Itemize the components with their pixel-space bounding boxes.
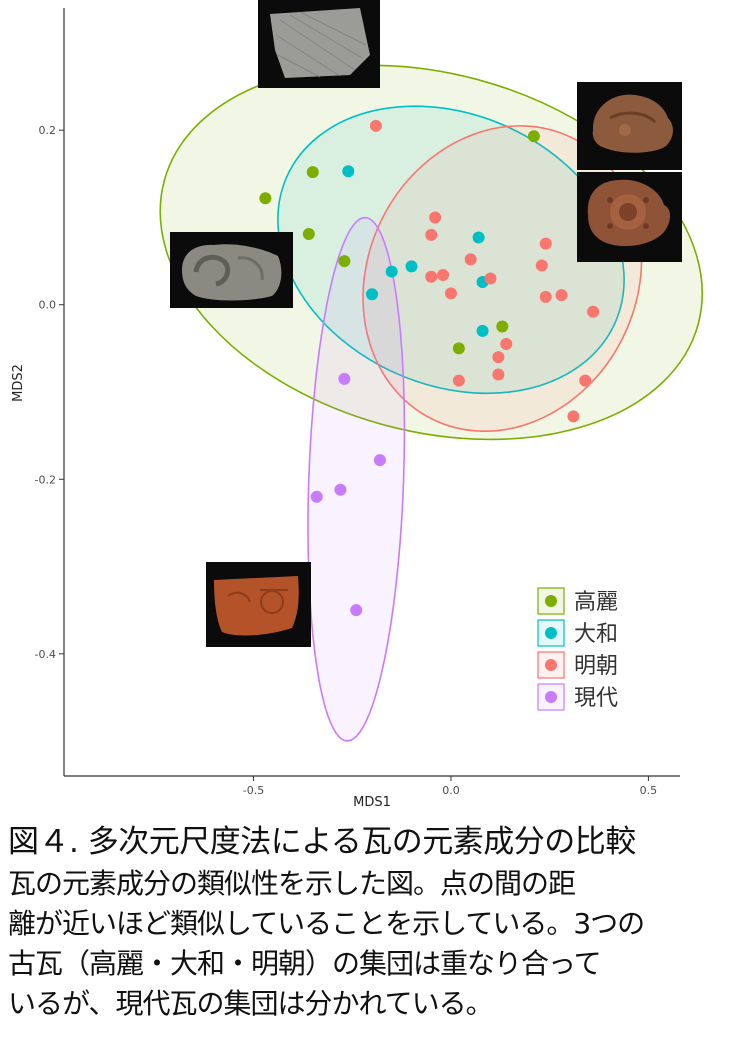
caption-line: いるが、現代瓦の集団は分かれている。 — [8, 987, 494, 1020]
y-axis-ticks: 0.2 0.0 -0.2 -0.4 — [35, 124, 64, 661]
ellipse-明朝 — [362, 125, 643, 433]
ellipse-高麗 — [159, 64, 704, 441]
caption-title: 図４. 多次元尺度法による瓦の元素成分の比較 — [8, 824, 636, 860]
data-point — [429, 211, 442, 224]
data-point — [338, 255, 351, 268]
caption-body: 瓦の元素成分の類似性を示した図。点の間の距 離が近いほど類似していることを示して… — [8, 864, 728, 1024]
data-point — [373, 454, 386, 467]
data-point — [579, 374, 592, 387]
confidence-ellipses — [159, 64, 704, 742]
data-point — [527, 130, 540, 143]
caption-line: 離が近いほど類似していることを示している。3つの — [8, 907, 645, 940]
data-points — [259, 119, 600, 617]
photo-ming-roof-tile-front — [577, 82, 682, 170]
data-point — [452, 342, 465, 355]
legend-label: 高麗 — [574, 590, 618, 615]
mds-scatter-plot: 0.2 0.0 -0.2 -0.4 -0.5 0.0 0.5 MDS2 MDS1 高麗大和… — [11, 0, 704, 810]
x-axis-title: MDS1 — [353, 795, 391, 810]
data-point — [385, 265, 398, 278]
legend-key-dot — [545, 659, 557, 671]
x-tick-label: 0.5 — [640, 784, 658, 797]
y-tick-label: -0.2 — [35, 473, 56, 486]
x-axis-ticks: -0.5 0.0 0.5 — [243, 776, 657, 797]
data-point — [492, 368, 505, 381]
data-point — [535, 259, 548, 272]
data-point — [405, 260, 418, 273]
x-tick-label: 0.0 — [442, 784, 460, 797]
photo-ming-roof-tile-ornament — [577, 172, 682, 262]
y-tick-label: 0.0 — [39, 299, 57, 312]
data-point — [484, 272, 497, 285]
x-tick-label: -0.5 — [243, 784, 264, 797]
legend-item: 高麗 — [537, 587, 618, 615]
data-point — [496, 320, 509, 333]
data-point — [587, 305, 600, 318]
caption-line: 瓦の元素成分の類似性を示した図。点の間の距 — [8, 867, 576, 900]
photo-modern-tile-fragment — [206, 562, 311, 647]
data-point — [476, 324, 489, 337]
data-point — [437, 269, 450, 282]
caption-line: 古瓦（高麗・大和・明朝）の集団は重なり合って — [8, 947, 602, 980]
data-point — [425, 270, 438, 283]
figure-caption: 図４. 多次元尺度法による瓦の元素成分の比較 瓦の元素成分の類似性を示した図。点… — [8, 820, 728, 1024]
photo-yamato-tile-fragment — [170, 232, 293, 308]
legend-label: 現代 — [574, 686, 618, 711]
legend-label: 明朝 — [574, 654, 618, 679]
legend-item: 明朝 — [537, 651, 618, 679]
data-point — [567, 410, 580, 423]
legend-key-dot — [545, 595, 557, 607]
data-point — [302, 228, 315, 241]
y-tick-label: -0.4 — [35, 648, 56, 661]
data-point — [452, 374, 465, 387]
y-tick-label: 0.2 — [39, 124, 57, 137]
data-point — [472, 231, 485, 244]
ellipse-現代 — [307, 216, 406, 742]
data-point — [425, 228, 438, 241]
data-point — [464, 253, 477, 266]
axes: 0.2 0.0 -0.2 -0.4 -0.5 0.0 0.5 — [35, 8, 680, 797]
data-point — [350, 604, 363, 617]
data-point — [500, 338, 513, 350]
data-point — [342, 165, 355, 178]
data-point — [539, 237, 552, 250]
data-point — [369, 119, 382, 132]
data-point — [338, 372, 351, 385]
legend-key-dot — [545, 627, 557, 639]
y-axis-title: MDS2 — [11, 364, 26, 402]
data-point — [555, 289, 568, 302]
data-point — [306, 166, 319, 179]
data-point — [310, 490, 323, 503]
legend-key-dot — [545, 691, 557, 703]
photo-goryeo-tile-fragment — [258, 0, 380, 88]
data-point — [334, 483, 347, 496]
legend-item: 大和 — [537, 619, 618, 647]
data-point — [366, 288, 378, 301]
legend-label: 大和 — [574, 622, 618, 647]
data-point — [539, 290, 552, 303]
data-point — [259, 192, 272, 205]
legend-item: 現代 — [537, 683, 618, 711]
data-point — [444, 287, 457, 300]
data-point — [492, 351, 505, 364]
